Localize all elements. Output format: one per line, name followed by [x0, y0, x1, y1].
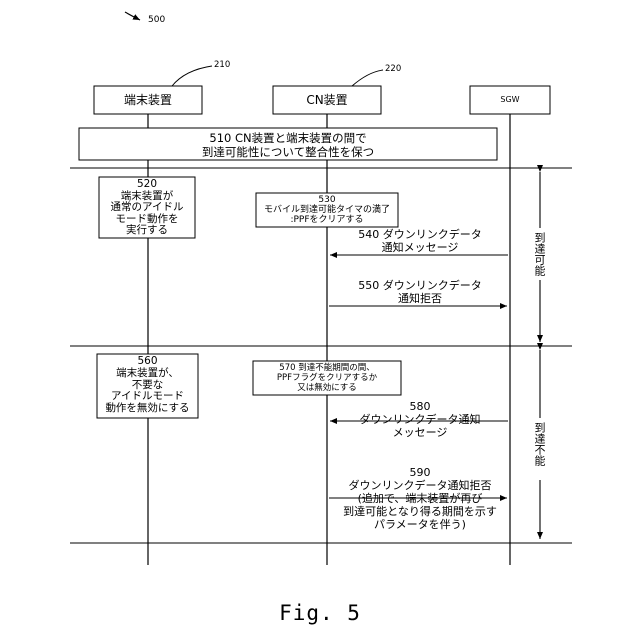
step-560-line1: 端末装置が、 — [97, 368, 198, 380]
step-560-text: 560 端末装置が、 不要な アイドルモード 動作を無効にする — [97, 356, 198, 415]
step-580-line2: メッセージ — [335, 426, 505, 439]
step-590-text: 590 ダウンリンクデータ通知拒否 (追加で、端末装置が再び 到達可能となり得る… — [330, 466, 510, 531]
step-570-line2: PPFフラグをクリアするか — [253, 373, 401, 383]
figure-caption: Fig. 5 — [0, 601, 640, 625]
step-520-line2: 通常のアイドル — [99, 202, 195, 214]
step-530-line2: :PPFをクリアする — [256, 215, 398, 225]
sgw-label: SGW — [470, 96, 550, 104]
ref-210: 210 — [214, 61, 230, 70]
step-570-line3: 又は無効にする — [253, 383, 401, 393]
step-550-text: 550 ダウンリンクデータ 通知拒否 — [335, 279, 505, 305]
step-510-line1: 510 CN装置と端末装置の間で — [79, 131, 497, 145]
step-540-line2: 通知メッセージ — [335, 241, 505, 254]
step-580-line1: ダウンリンクデータ通知 — [335, 413, 505, 426]
step-550-line2: 通知拒否 — [335, 292, 505, 305]
step-590-number: 590 — [330, 466, 510, 479]
step-590-line3: 到達可能となり得る期間を示す — [330, 505, 510, 518]
ref-leader-220 — [352, 70, 383, 86]
step-520-number: 520 — [99, 179, 195, 191]
step-530-line1: モバイル到達可能タイマの満了 — [256, 205, 398, 215]
step-550-line1: 550 ダウンリンクデータ — [335, 279, 505, 292]
terminal-label: 端末装置 — [94, 94, 202, 106]
step-520-text: 520 端末装置が 通常のアイドル モード動作を 実行する — [99, 179, 195, 237]
step-590-line4: パラメータを伴う) — [330, 518, 510, 531]
step-570-text: 570 到達不能期間の間、 PPFフラグをクリアするか 又は無効にする — [253, 363, 401, 393]
step-530-text: 530 モバイル到達可能タイマの満了 :PPFをクリアする — [256, 195, 398, 225]
step-580-number: 580 — [335, 400, 505, 413]
step-540-line1: 540 ダウンリンクデータ — [335, 228, 505, 241]
reachable-phase-label: 到達可能 — [534, 232, 545, 276]
step-590-line1: ダウンリンクデータ通知拒否 — [330, 479, 510, 492]
step-560-line4: 動作を無効にする — [97, 403, 198, 415]
unreachable-phase-label: 到達不能 — [534, 422, 545, 466]
step-510-line2: 到達可能性について整合性を保つ — [79, 145, 497, 159]
figure-ref-arrow — [125, 12, 140, 20]
step-520-line4: 実行する — [99, 225, 195, 237]
ref-leader-210 — [172, 66, 212, 86]
step-530-number: 530 — [256, 195, 398, 205]
step-510-text: 510 CN装置と端末装置の間で 到達可能性について整合性を保つ — [79, 131, 497, 159]
cn-label: CN装置 — [273, 94, 381, 106]
figure-number: 500 — [148, 16, 165, 25]
step-540-text: 540 ダウンリンクデータ 通知メッセージ — [335, 228, 505, 254]
step-580-text: 580 ダウンリンクデータ通知 メッセージ — [335, 400, 505, 439]
step-570-line1: 570 到達不能期間の間、 — [253, 363, 401, 373]
ref-220: 220 — [385, 65, 401, 74]
step-590-line2: (追加で、端末装置が再び — [330, 492, 510, 505]
